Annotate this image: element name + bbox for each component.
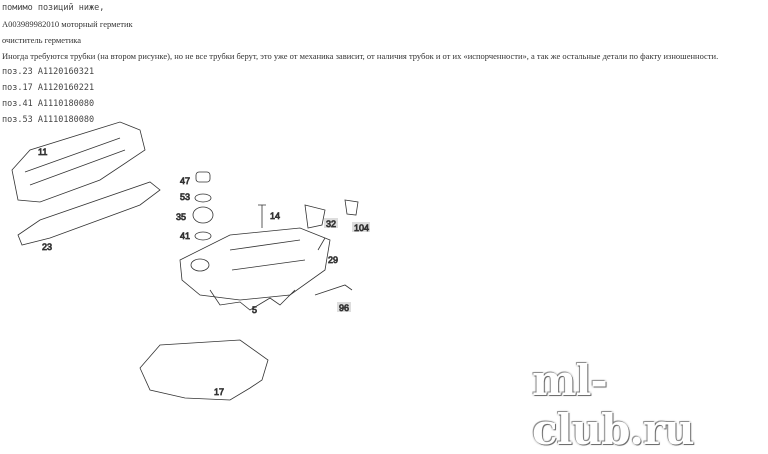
parts-diagram: 11 23 47 53 35 41 14 32 104 29 5 96 17 <box>11 121 370 401</box>
part-line: поз.53 A1110180080 <box>2 115 95 125</box>
svg-text:11: 11 <box>38 147 47 157</box>
sealant-part: A003989982010 моторный герметик <box>2 19 133 29</box>
valve-cover-main <box>179 227 331 311</box>
svg-text:96: 96 <box>339 303 349 313</box>
small-parts <box>192 171 359 296</box>
svg-text:104: 104 <box>354 223 369 233</box>
valve-cover-left <box>11 121 146 203</box>
gasket-23 <box>17 181 161 246</box>
svg-text:29: 29 <box>328 255 338 265</box>
svg-text:14: 14 <box>270 211 280 221</box>
callout-labels: 11 23 47 53 35 41 14 32 104 29 5 96 17 <box>38 147 370 397</box>
part-line: поз.23 A1120160321 <box>2 67 95 77</box>
gasket-17 <box>139 339 269 401</box>
part-line: поз.41 A1110180080 <box>2 99 95 109</box>
svg-text:5: 5 <box>252 305 257 315</box>
svg-text:32: 32 <box>326 219 336 229</box>
intro-text: помимо позиций ниже, <box>2 3 105 13</box>
svg-text:35: 35 <box>176 212 186 222</box>
svg-text:17: 17 <box>214 387 224 397</box>
svg-text:53: 53 <box>180 192 190 202</box>
svg-text:47: 47 <box>180 176 190 186</box>
part-line: поз.17 A1120160221 <box>2 83 95 93</box>
note-text: Иногда требуются трубки (на втором рисун… <box>2 51 719 61</box>
svg-text:41: 41 <box>180 231 190 241</box>
svg-text:23: 23 <box>42 242 52 252</box>
cleaner-text: очиститель герметика <box>2 35 82 45</box>
watermark: ml-club.ru <box>532 356 695 454</box>
